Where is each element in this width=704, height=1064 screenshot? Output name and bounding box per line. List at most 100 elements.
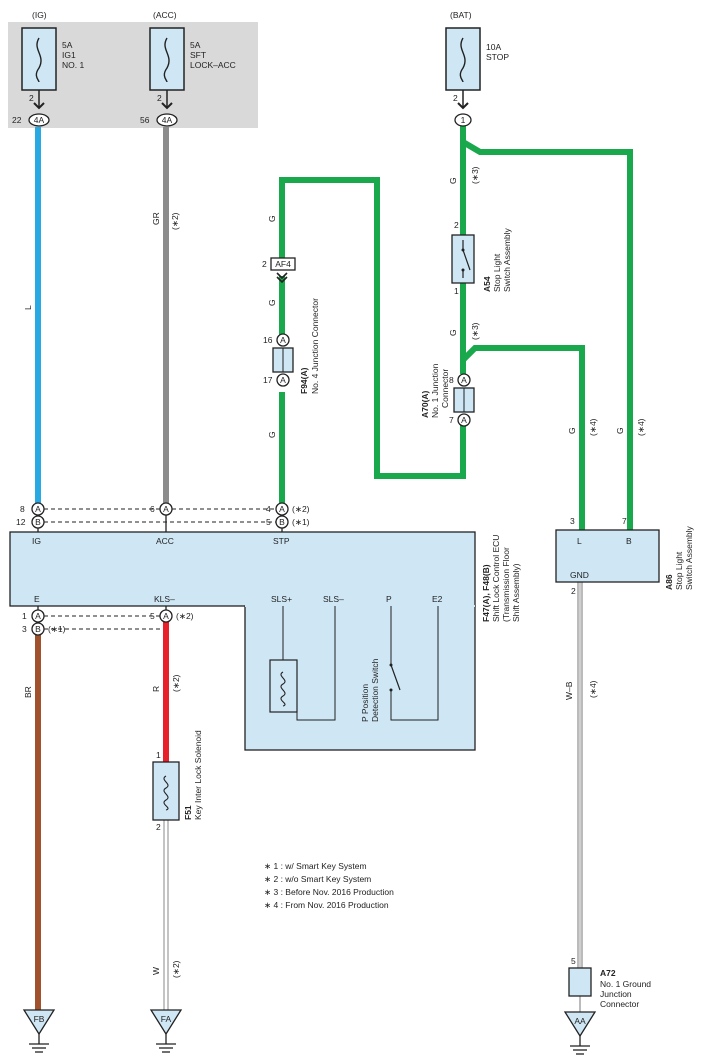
switch-label2: Detection Switch bbox=[370, 658, 380, 722]
ecu-term-stp: STP bbox=[273, 536, 290, 546]
w-wire-note: (∗2) bbox=[171, 960, 181, 978]
a86-name1: Stop Light bbox=[674, 551, 684, 590]
bat-wire-note: (∗3) bbox=[470, 166, 480, 184]
ig-wire-color: L bbox=[23, 305, 33, 310]
svg-text:A: A bbox=[35, 504, 41, 514]
svg-text:1: 1 bbox=[22, 611, 27, 621]
fuse-ig-icon bbox=[35, 37, 42, 83]
a70-code: A70(A) bbox=[420, 390, 430, 418]
a86-term-gnd: GND bbox=[570, 570, 589, 580]
ecu-pin-e-b bbox=[31, 622, 45, 636]
svg-text:5: 5 bbox=[266, 517, 271, 527]
p-switch-icon bbox=[390, 664, 401, 691]
bat-wire-color: G bbox=[448, 177, 458, 184]
note-3: ∗ 3 : Before Nov. 2016 Production bbox=[264, 887, 394, 897]
ecu-term-p: P bbox=[386, 594, 392, 604]
a54-code: A54 bbox=[482, 276, 492, 292]
a70-pin-b: 7 bbox=[449, 415, 454, 425]
ig-fuse-name1: IG1 bbox=[62, 50, 76, 60]
a86-name2: Switch Assembly bbox=[684, 525, 694, 590]
ecu-term-kls: KLS– bbox=[154, 594, 175, 604]
ecu-name2: (Transmission Floor bbox=[501, 547, 511, 622]
svg-text:A: A bbox=[279, 504, 285, 514]
a86-pin-l: 3 bbox=[570, 516, 575, 526]
bat-conn-oval bbox=[454, 113, 472, 127]
a86-l-wire-note: (∗4) bbox=[588, 418, 598, 436]
svg-text:B: B bbox=[279, 517, 285, 527]
svg-text:4: 4 bbox=[266, 504, 271, 514]
a86-pin-b: 7 bbox=[622, 516, 627, 526]
svg-text:5: 5 bbox=[150, 611, 155, 621]
component-f51: 1 2 F51 Key Inter Lock Solenoid bbox=[152, 730, 203, 832]
a54-out-wire-note: (∗3) bbox=[470, 322, 480, 340]
acc-conn: 4A bbox=[162, 115, 173, 125]
notes-legend: ∗ 1 : w/ Smart Key System ∗ 2 : w/o Smar… bbox=[264, 861, 394, 910]
svg-text:A: A bbox=[280, 335, 286, 345]
ig-pin-top: 2 bbox=[29, 93, 34, 103]
svg-text:A: A bbox=[35, 611, 41, 621]
svg-text:A: A bbox=[163, 504, 169, 514]
component-a86: L B GND bbox=[555, 529, 660, 583]
a86-term-b: B bbox=[626, 536, 632, 546]
acc-conn-oval bbox=[156, 113, 178, 127]
f51-coil-icon bbox=[163, 775, 169, 811]
f94-code: F94(A) bbox=[299, 367, 309, 394]
svg-text:(∗1): (∗1) bbox=[292, 517, 310, 527]
acc-wire-note: (∗2) bbox=[170, 212, 180, 230]
svg-text:6: 6 bbox=[150, 504, 155, 514]
svg-text:B: B bbox=[35, 517, 41, 527]
f51-pin-b: 2 bbox=[156, 822, 161, 832]
wire-a86-b-green bbox=[461, 139, 633, 530]
svg-text:(∗2): (∗2) bbox=[292, 504, 310, 514]
svg-text:8: 8 bbox=[20, 504, 25, 514]
a70-name1: No. 1 Junction bbox=[430, 363, 440, 418]
acc-fuse-name1: SFT bbox=[190, 50, 206, 60]
ig-conn-oval bbox=[28, 113, 50, 127]
ecu-pin-ig-a bbox=[31, 502, 45, 516]
r-wire-note: (∗2) bbox=[171, 674, 181, 692]
a72-name3: Connector bbox=[600, 999, 639, 1009]
f51-name: Key Inter Lock Solenoid bbox=[193, 730, 203, 820]
stp-wire-color-mid: G bbox=[267, 299, 277, 306]
r-wire-color: R bbox=[151, 686, 161, 692]
connector-af4: AF4 2 bbox=[262, 257, 296, 284]
ecu-name3: Shift Assembly) bbox=[511, 563, 521, 622]
a86-b-wire-color: G bbox=[615, 427, 625, 434]
svg-text:A: A bbox=[461, 375, 467, 385]
ecu-term-sls-plus: SLS+ bbox=[271, 594, 292, 604]
wb-wire-color: W–B bbox=[564, 681, 574, 700]
svg-text:FA: FA bbox=[161, 1014, 172, 1024]
bat-fuse-name1: STOP bbox=[486, 52, 509, 62]
fuse-acc bbox=[149, 27, 185, 110]
svg-text:FB: FB bbox=[34, 1014, 45, 1024]
a86-b-wire-note: (∗4) bbox=[636, 418, 646, 436]
wb-wire-note: (∗4) bbox=[588, 680, 598, 698]
a54-out-wire-color: G bbox=[448, 329, 458, 336]
ecu-shift-lock: IG ACC STP E KLS– SLS+ SLS– P E2 P Posit… bbox=[9, 531, 476, 751]
f94-pin-a: 16 bbox=[263, 335, 273, 345]
connector-f94: A A 16 17 F94(A) No. 4 Junction Connecto… bbox=[263, 298, 320, 394]
ecu-coil-icon bbox=[280, 671, 286, 707]
a86-term-l: L bbox=[577, 536, 582, 546]
a54-pin-b: 1 bbox=[454, 286, 459, 296]
ecu-term-ig: IG bbox=[32, 536, 41, 546]
acc-conn-pin: 56 bbox=[140, 115, 150, 125]
ecu-term-sls-minus: SLS– bbox=[323, 594, 344, 604]
svg-text:(∗1): (∗1) bbox=[48, 624, 66, 634]
ground-fb: FB bbox=[22, 1009, 56, 1053]
note-1: ∗ 1 : w/ Smart Key System bbox=[264, 861, 367, 871]
a86-code: A86 bbox=[664, 574, 674, 590]
note-4: ∗ 4 : From Nov. 2016 Production bbox=[264, 900, 389, 910]
ecu-pin-acc bbox=[159, 502, 173, 516]
svg-text:3: 3 bbox=[22, 624, 27, 634]
component-a72: 5 A72 No. 1 Ground Junction Connector bbox=[568, 956, 651, 1009]
a72-name1: No. 1 Ground bbox=[600, 979, 651, 989]
bat-tag: (BAT) bbox=[450, 10, 472, 20]
svg-text:A: A bbox=[280, 375, 286, 385]
component-a54: 2 1 A54 Stop Light Switch Assembly bbox=[451, 220, 512, 296]
f51-pin-a: 1 bbox=[156, 750, 161, 760]
bat-pin-top: 2 bbox=[453, 93, 458, 103]
acc-fuse-name2: LOCK–ACC bbox=[190, 60, 236, 70]
stp-wire-color-top: G bbox=[267, 215, 277, 222]
